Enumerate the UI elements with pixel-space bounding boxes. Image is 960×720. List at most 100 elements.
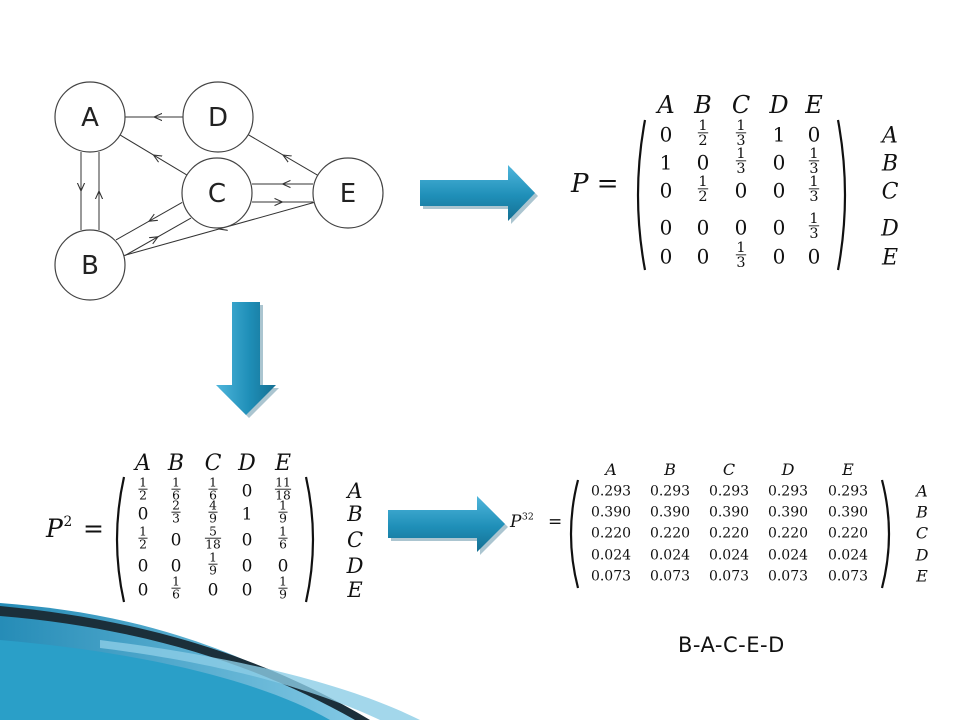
cell-r3-c5: 16: [278, 525, 288, 551]
row-label-a: A: [914, 481, 928, 500]
cell-r1-c4: 1: [773, 123, 786, 147]
cell-r1-c3-den: 3: [736, 133, 745, 149]
cell-r3-c1-num: 1: [139, 525, 147, 539]
col-header-e: E: [804, 91, 823, 119]
cell-r4-c1: 0.024: [591, 548, 631, 564]
cell-r1-c1-num: 1: [139, 476, 147, 490]
cell-r1-c1-den: 2: [139, 488, 147, 502]
cell-r1-c4: 0.293: [768, 484, 808, 500]
cell-r5-c3: 13: [735, 240, 747, 271]
cell-r4-c4: 0: [242, 557, 253, 577]
cell-r5-c2: 16: [171, 575, 181, 601]
cell-r1-c3-den: 6: [209, 488, 217, 502]
cell-r2-c1: 0: [138, 505, 149, 525]
row-label-e: E: [915, 566, 928, 585]
cell-r2-c3-den: 9: [209, 511, 217, 525]
cell-r4-c5: 0: [278, 557, 289, 577]
cell-r2-c5-den: 9: [279, 511, 287, 525]
cell-r2-c4: 0: [773, 151, 786, 175]
col-header-a: A: [603, 460, 617, 479]
cell-r4-c3: 0: [735, 216, 748, 240]
col-header-d: D: [781, 460, 795, 479]
cell-r1-c5: 0: [808, 123, 821, 147]
row-label-e: E: [881, 245, 898, 270]
cell-r5-c3: 0: [208, 581, 219, 601]
right-paren: [304, 476, 315, 603]
cell-r3-c5-num: 1: [279, 525, 287, 539]
row-label-c: C: [916, 523, 928, 542]
left-paren: [115, 476, 126, 603]
cell-r4-c1: 0: [138, 557, 149, 577]
lhs-equals: =: [83, 514, 104, 543]
node-label-c: C: [208, 179, 226, 209]
row-label-e: E: [346, 578, 362, 602]
cell-r4-c3: 19: [208, 551, 218, 577]
col-header-b: B: [693, 91, 712, 119]
cell-r3-c2: 0: [171, 531, 182, 551]
cell-r2-c2: 0: [697, 151, 710, 175]
cell-r4-c5: 0.024: [828, 548, 868, 564]
cell-r5-c1: 0: [138, 581, 149, 601]
cell-r3-c3-den: 18: [205, 537, 221, 551]
cell-r2-c3: 13: [735, 146, 747, 177]
cell-r3-c5-den: 6: [279, 537, 287, 551]
cell-r5-c5: 0.073: [828, 569, 868, 585]
cell-r5-c4: 0: [773, 245, 786, 269]
cell-r5-c2: 0: [697, 245, 710, 269]
row-label-d: D: [346, 554, 364, 578]
cell-r2-c5-num: 1: [809, 146, 818, 162]
left-paren: [569, 479, 580, 589]
cell-r2-c3: 0.390: [709, 505, 749, 521]
cell-r5-c3-den: 3: [736, 255, 745, 271]
col-header-a: A: [655, 91, 674, 119]
cell-r1-c2-num: 1: [172, 476, 180, 490]
cell-r1-c3: 16: [208, 476, 218, 502]
cell-r4-c4: 0.024: [768, 548, 808, 564]
row-label-a: A: [345, 479, 362, 503]
node-label-e: E: [340, 179, 356, 209]
row-label-c: C: [882, 179, 899, 204]
cell-r2-c5: 13: [808, 146, 820, 177]
row-label-d: D: [915, 545, 929, 564]
arrow-right-bottom: [388, 496, 508, 555]
cell-r3-c3: 518: [204, 525, 222, 551]
col-header-e: E: [274, 451, 291, 476]
cell-r1-c5: 0.293: [828, 484, 868, 500]
cell-r5-c2-num: 1: [172, 575, 180, 589]
cell-r5-c1: 0: [660, 245, 673, 269]
cell-r2-c3-num: 4: [209, 499, 217, 513]
cell-r3-c5: 13: [808, 174, 820, 205]
col-header-d: D: [768, 91, 788, 119]
node-b: [54, 229, 126, 301]
cell-r1-c1: 12: [138, 476, 148, 502]
row-label-a: A: [880, 123, 898, 148]
cell-r1-c1: 0: [660, 123, 673, 147]
cell-r5-c5-num: 1: [279, 575, 287, 589]
cell-r3-c3: 0.220: [709, 526, 749, 542]
row-label-b: B: [915, 502, 928, 521]
col-header-e: E: [841, 460, 854, 479]
cell-r5-c1: 0.073: [591, 569, 631, 585]
node-d: [182, 81, 254, 153]
node-label-a: A: [81, 103, 99, 133]
cell-r2-c4: 0.390: [768, 505, 808, 521]
cell-r1-c2-num: 1: [698, 118, 707, 134]
lhs-label: P =: [570, 169, 619, 199]
cell-r1-c1: 0.293: [591, 484, 631, 500]
cell-r3-c2-num: 1: [698, 174, 707, 190]
row-label-c: C: [347, 528, 363, 552]
row-label-d: D: [880, 216, 899, 241]
cell-r5-c3-num: 1: [736, 240, 745, 256]
cell-r2-c2-den: 3: [172, 511, 180, 525]
cell-r2-c3-den: 3: [736, 161, 745, 177]
cell-r2-c2: 23: [171, 499, 181, 525]
cell-r1-c2-den: 2: [698, 133, 707, 149]
cell-r2-c5: 0.390: [828, 505, 868, 521]
lhs-base: P: [509, 512, 522, 532]
cell-r4-c4: 0: [773, 216, 786, 240]
cell-r3-c3-num: 5: [209, 525, 217, 539]
